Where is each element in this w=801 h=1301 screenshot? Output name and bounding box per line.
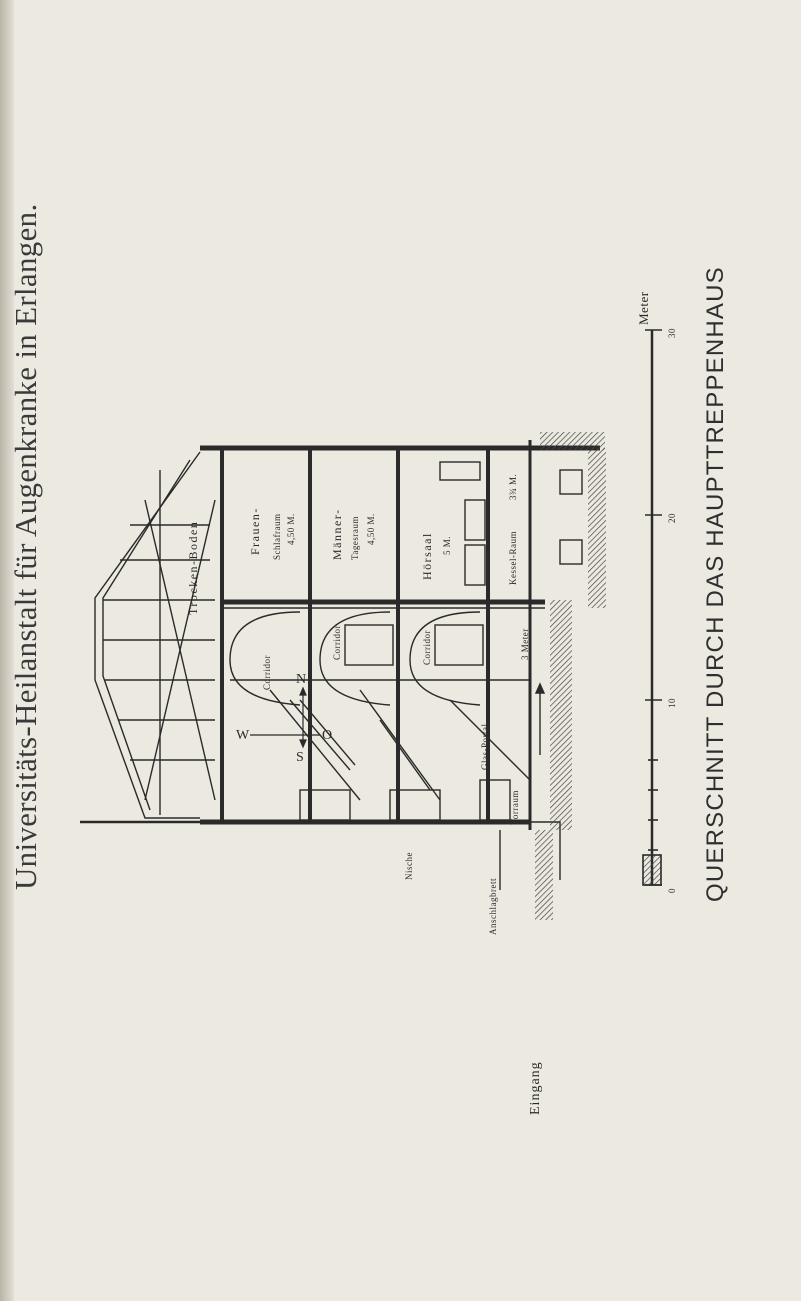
ground-hatch-right	[588, 448, 606, 608]
ground-hatch-mid	[550, 600, 572, 830]
scale-tick-20: 20	[667, 513, 677, 523]
compass-rose	[250, 686, 320, 749]
entrance-arrow	[534, 682, 546, 755]
label-anschlagbrett: Anschlagbrett	[488, 878, 498, 935]
label-corridor-1: Corridor	[262, 655, 272, 690]
label-maenner-1: Männer-	[330, 508, 344, 560]
label-kessel-height: 3¾ M.	[508, 473, 518, 500]
compass-n: N	[296, 672, 307, 687]
label-trockenboden: Trocken-Boden	[186, 520, 200, 615]
label-nische: Nische	[404, 852, 414, 880]
scale-tick-10: 10	[667, 698, 677, 708]
label-corridor-3: Corridor	[422, 630, 432, 665]
label-frauen-1: Frauen-	[248, 507, 262, 555]
label-frauen-2: Schlafraum	[272, 513, 282, 560]
label-frauen-height: 4,50 M.	[286, 513, 296, 545]
scale-tick-30: 30	[667, 328, 677, 338]
roof-outline	[94, 451, 201, 819]
scale-bar	[642, 329, 662, 886]
label-eingang: Eingang	[528, 1061, 543, 1115]
compass-w: W	[236, 728, 250, 743]
label-meter-3: 3 Meter	[520, 628, 530, 660]
scale-unit: Meter	[636, 291, 651, 325]
ground-hatch-top	[540, 432, 605, 450]
label-vorraum: Vorraum	[510, 790, 520, 825]
label-maenner-height: 4,50 M.	[366, 513, 376, 545]
compass-s: S	[296, 750, 304, 765]
label-glas-portal: Glas-Portal	[480, 723, 490, 771]
compass-o: O	[322, 728, 333, 743]
label-hoersaal: Hörsaal	[420, 532, 434, 580]
label-hoersaal-height: 5 M.	[442, 535, 452, 555]
label-kessel: Kessel-Raum	[508, 531, 518, 585]
ground-hatch-bottom	[535, 830, 553, 920]
label-maenner-2: Tagesraum	[350, 516, 360, 560]
label-corridor-2: Corridor	[332, 625, 342, 660]
page-edge-shadow	[0, 0, 14, 1301]
scale-zero: 0	[667, 888, 677, 893]
